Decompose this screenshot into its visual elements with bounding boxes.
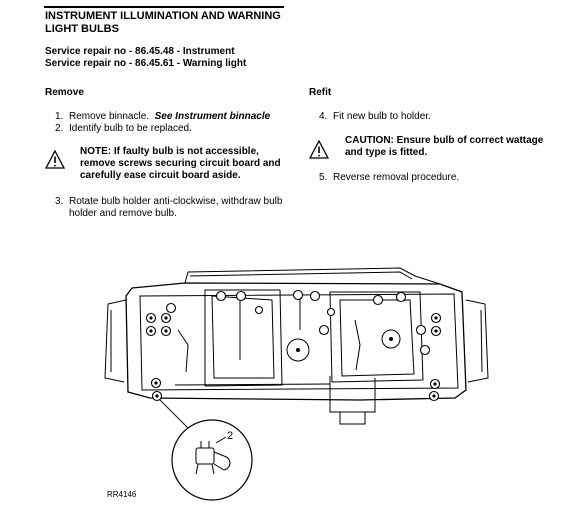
- note-line-3: carefully ease circuit board aside.: [80, 170, 241, 181]
- step-3-number: 3.: [55, 196, 64, 207]
- caution: CAUTION: Ensure bulb of correct wattage …: [345, 135, 543, 159]
- title-rule: [44, 6, 284, 8]
- step-3-line-1: Rotate bulb holder anti-clockwise, withd…: [69, 196, 283, 207]
- step-3-line-2: holder and remove bulb.: [69, 208, 177, 219]
- note-line-2: remove screws securing circuit board and: [80, 158, 281, 169]
- step-4-text: Fit new bulb to holder.: [333, 111, 431, 122]
- step-1: Remove binnacle. See Instrument binnacle: [69, 111, 270, 123]
- title-line-1: INSTRUMENT ILLUMINATION AND WARNING: [45, 10, 281, 22]
- step-1-text: Remove binnacle.: [69, 111, 150, 122]
- remove-heading: Remove: [45, 87, 84, 98]
- step-1-reference-link[interactable]: See Instrument binnacle: [154, 111, 271, 122]
- note-line-1: NOTE: If faulty bulb is not accessible,: [80, 146, 259, 157]
- refit-heading: Refit: [309, 87, 332, 98]
- warning-triangle-icon: [45, 150, 65, 169]
- page-title: INSTRUMENT ILLUMINATION AND WARNING LIGH…: [45, 10, 305, 36]
- service-repair-instrument: Service repair no - 86.45.48 - Instrumen…: [45, 46, 235, 57]
- title-line-2: LIGHT BULBS: [45, 23, 119, 35]
- figure-label: RR4146: [107, 490, 137, 499]
- step-5-text: Reverse removal procedure.: [333, 172, 460, 183]
- step-2-text: Identify bulb to be replaced.: [69, 123, 192, 134]
- step-3: Rotate bulb holder anti-clockwise, withd…: [69, 196, 282, 220]
- caution-line-2: and type is fitted.: [345, 147, 428, 158]
- step-1-number: 1.: [55, 111, 64, 122]
- step-5-number: 5.: [319, 172, 328, 183]
- callout-2: 2: [227, 430, 234, 442]
- caution-triangle-icon: [309, 140, 329, 159]
- service-repair-warning-light: Service repair no - 86.45.61 - Warning l…: [45, 58, 247, 69]
- caution-line-1: CAUTION: Ensure bulb of correct wattage: [345, 135, 544, 146]
- note: NOTE: If faulty bulb is not accessible, …: [80, 146, 281, 182]
- step-4-number: 4.: [319, 111, 328, 122]
- step-2-number: 2.: [55, 123, 64, 134]
